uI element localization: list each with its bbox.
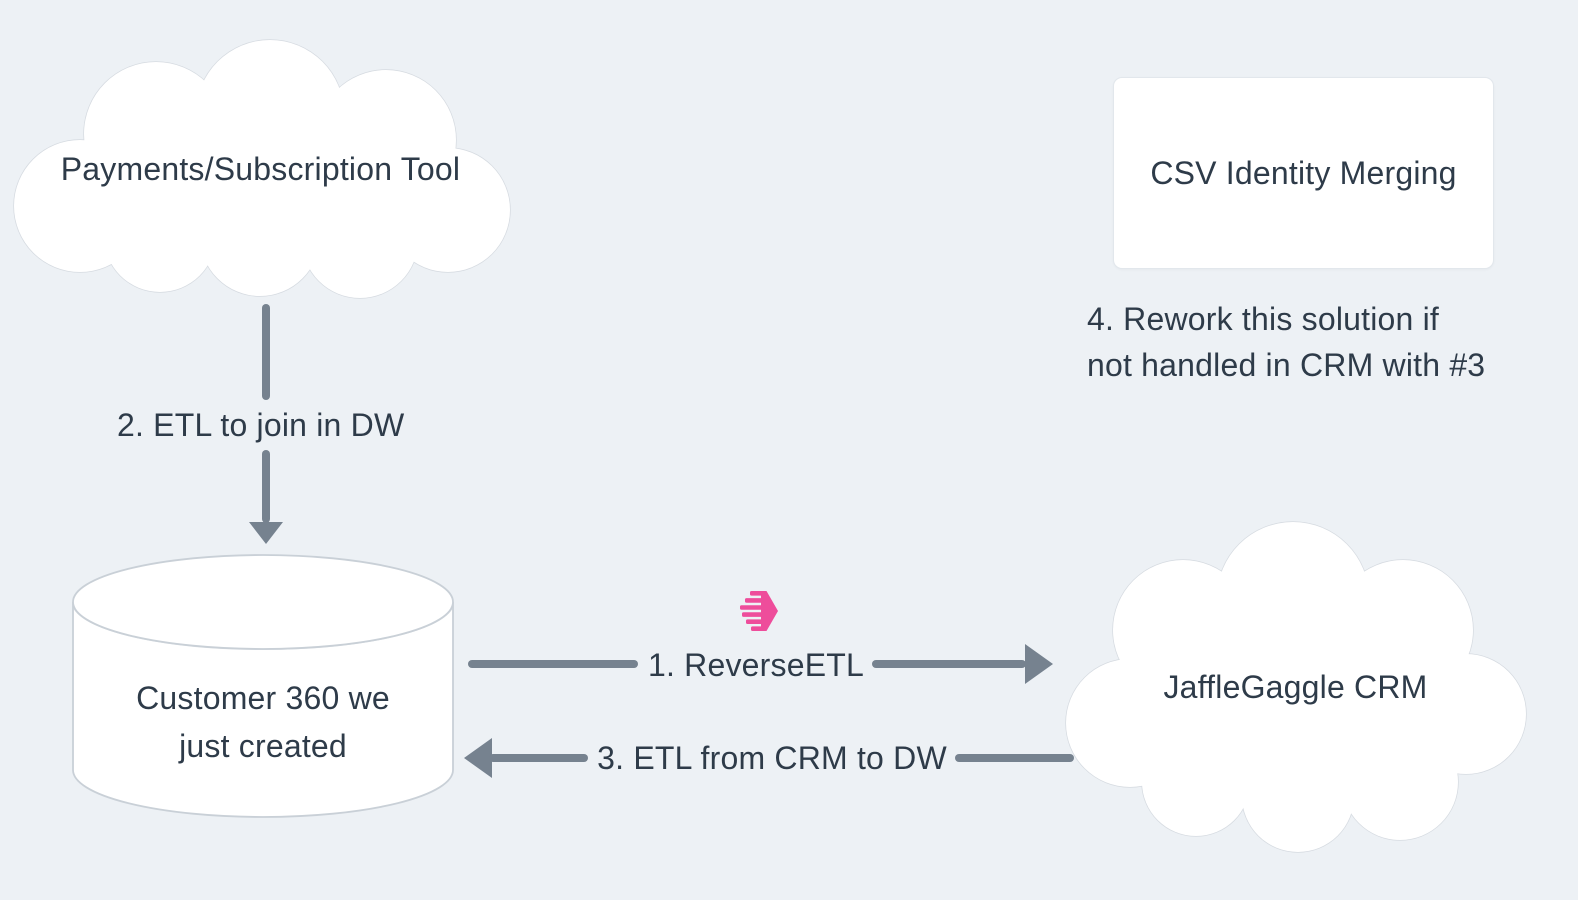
customer-360-label-line-2: just created	[179, 728, 347, 764]
arrow-right-icon	[1025, 644, 1053, 684]
customer-360-label: Customer 360 we just created	[71, 674, 455, 770]
edge-etl-from-crm-segment-right	[955, 754, 1074, 762]
rework-note-line-1: 4. Rework this solution if	[1087, 301, 1440, 337]
database-cylinder-shape	[72, 554, 454, 818]
rework-note: 4. Rework this solution if not handled i…	[1087, 296, 1485, 388]
edge-etl-to-dw-segment-bottom	[262, 450, 270, 523]
edge-reverse-etl-segment-left	[468, 660, 638, 668]
edge-etl-to-dw-segment-top	[262, 304, 270, 400]
edge-etl-to-dw-label: 2. ETL to join in DW	[117, 407, 405, 443]
rework-note-line-2: not handled in CRM with #3	[1087, 347, 1486, 383]
node-customer-360-warehouse: Customer 360 we just created	[71, 553, 455, 819]
node-payments-subscription-tool: Payments/Subscription Tool	[8, 38, 513, 300]
csv-identity-merging-label: CSV Identity Merging	[1150, 155, 1457, 191]
node-csv-identity-merging: CSV Identity Merging	[1113, 77, 1494, 269]
hightouch-speed-arrow-icon	[740, 591, 778, 631]
edge-reverse-etl-segment-right	[872, 660, 1026, 668]
customer-360-label-line-1: Customer 360 we	[136, 680, 390, 716]
arrow-down-icon	[249, 522, 283, 544]
edge-etl-from-crm-segment-left	[489, 754, 588, 762]
edge-reverse-etl-label: 1. ReverseETL	[647, 647, 865, 683]
payments-tool-label: Payments/Subscription Tool	[60, 151, 461, 187]
edge-etl-from-crm-label: 3. ETL from CRM to DW	[597, 740, 947, 776]
jafflegaggle-crm-label: JaffleGaggle CRM	[1163, 668, 1428, 705]
arrow-left-icon	[464, 738, 492, 778]
node-jafflegaggle-crm: JaffleGaggle CRM	[1058, 518, 1533, 855]
